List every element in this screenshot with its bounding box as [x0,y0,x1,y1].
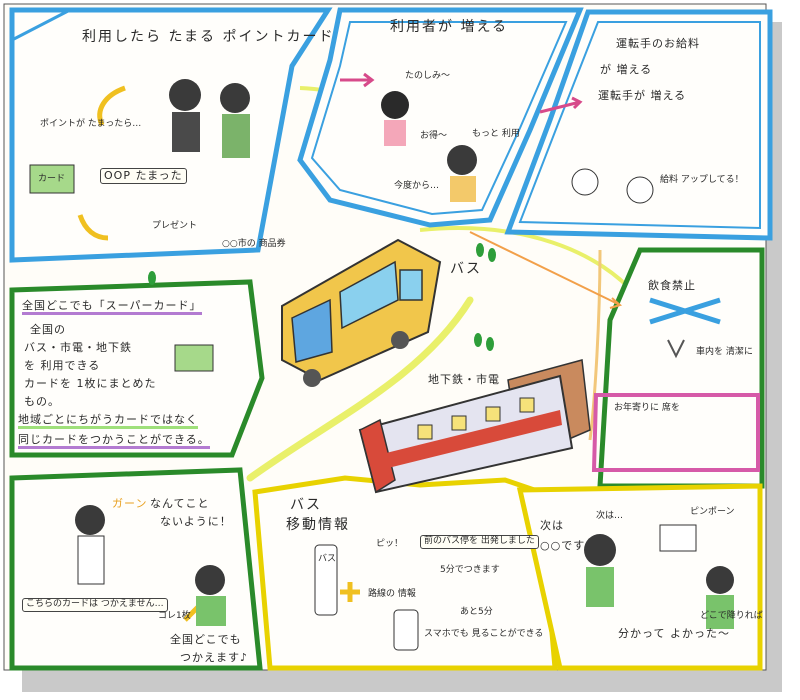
subway-train-illustration [358,359,591,494]
panel-super-card-frame [9,279,265,458]
point-card-bubble: ポイントが たまったら… [40,119,142,129]
super-card-body: を 利用できる [24,359,101,372]
panel-users-inner-frame [310,21,568,216]
arrow-icon [340,72,375,88]
panel-point-card-frame [9,7,333,263]
super-card-body: バス・市電・地下鉄 [24,341,132,354]
arrow-icon [539,96,583,114]
salary-up-label: 給料 アップしてる！ [660,175,744,185]
announce-line: 次は [540,519,564,532]
smartphone-icon [393,609,419,651]
super-card-body: 同じカードをつかうことができる。 [18,433,210,450]
super-card-body: カードを 1枚にまとめた [24,377,157,390]
corner-stripe [11,8,71,42]
person-drawing [75,79,734,629]
bus-stop-sign [314,544,338,616]
super-card-body: 地域ごとにちがうカードではなく [18,413,198,430]
present-label: プレゼント [152,221,198,231]
relief-bubble: 分かって よかった～ [618,627,730,640]
footprint-icon [474,333,482,347]
bus-label: バス [450,261,482,277]
bus-info-note: 前のバス停を 出発しました [420,535,539,549]
voucher-label: ○○市の 商品券 [222,239,286,249]
plus-icon [340,582,360,602]
shock-text: ガーン [112,497,148,510]
no-worry-bottom: つかえます♪ [180,651,249,664]
users-title: 利用者が 増える [390,19,509,35]
chime-text: ピンポーン [690,507,735,517]
panel-announce-frame [516,483,763,671]
users-speech: お得～ [420,131,448,141]
panel-bus-info-frame [252,475,558,671]
point-card-title: 利用したら たまる ポイントカード [82,29,335,45]
footprint-icon [476,243,484,257]
path-line [419,226,642,302]
footprint-icon [148,271,156,285]
no-food-label: 飲食禁止 [648,279,696,292]
arrow-icon [97,85,126,127]
salary-title: が 増える [600,63,653,76]
arrow-icon [469,231,623,309]
path-line [588,249,602,441]
card-label: カード [38,174,66,184]
no-worry-text: ないように！ [160,515,232,528]
bus-info-title: バス [290,497,322,513]
super-card-title: 全国どこでも「スーパーカード」 [22,299,202,316]
bus-info-title: 移動情報 [286,517,350,533]
no-worry-bottom: 全国どこでも [170,633,242,646]
smartphone-note: スマホでも 見ることができる [424,629,544,639]
announce-side: 次は… [596,511,624,521]
arrow-icon [667,339,685,359]
super-card-body: 全国の [30,323,66,336]
card-warning: こちらのカードは つかえません… [22,598,168,612]
bus-info-sound: ピッ！ [376,539,404,549]
point-card-bubble-points: OOP たまった [100,168,187,185]
train-label: 地下鉄・市電 [428,373,500,386]
panel-users-frame [297,7,584,228]
arrow-icon [77,214,109,241]
footprint-icon [486,337,494,351]
clean-car-label: 車内を 清潔に [696,347,753,357]
card-icon [29,164,75,194]
path-line [246,296,474,482]
panel-manners-pink-frame [591,393,760,472]
footprint-icon [488,248,496,262]
seat-label: お年寄りに 席を [614,403,680,413]
users-speech: もっと 利用 [472,129,520,139]
bus-illustration [281,238,442,387]
salary-title: 運転手が 増える [598,89,687,102]
display-board [659,524,697,552]
bus-stop-sign-text: バス [318,554,337,564]
announce-side: どこで降りれば [700,611,763,621]
super-card-body: もの。 [24,395,60,408]
bus-info-note: 5分でつきます [440,565,500,575]
no-worry-text: なんてこと [150,497,210,510]
one-card-label: コレ1枚 [158,611,191,621]
users-speech: たのしみ～ [405,71,451,81]
prohibit-cross [649,297,721,325]
minutes-left: あと5分 [460,607,493,617]
route-info: 路線の 情報 [368,589,416,599]
announce-line: ○○です [540,539,586,552]
users-speech: 今度から… [394,181,440,191]
salary-title: 運転手のお給料 [616,37,700,50]
card-icon [174,344,214,372]
